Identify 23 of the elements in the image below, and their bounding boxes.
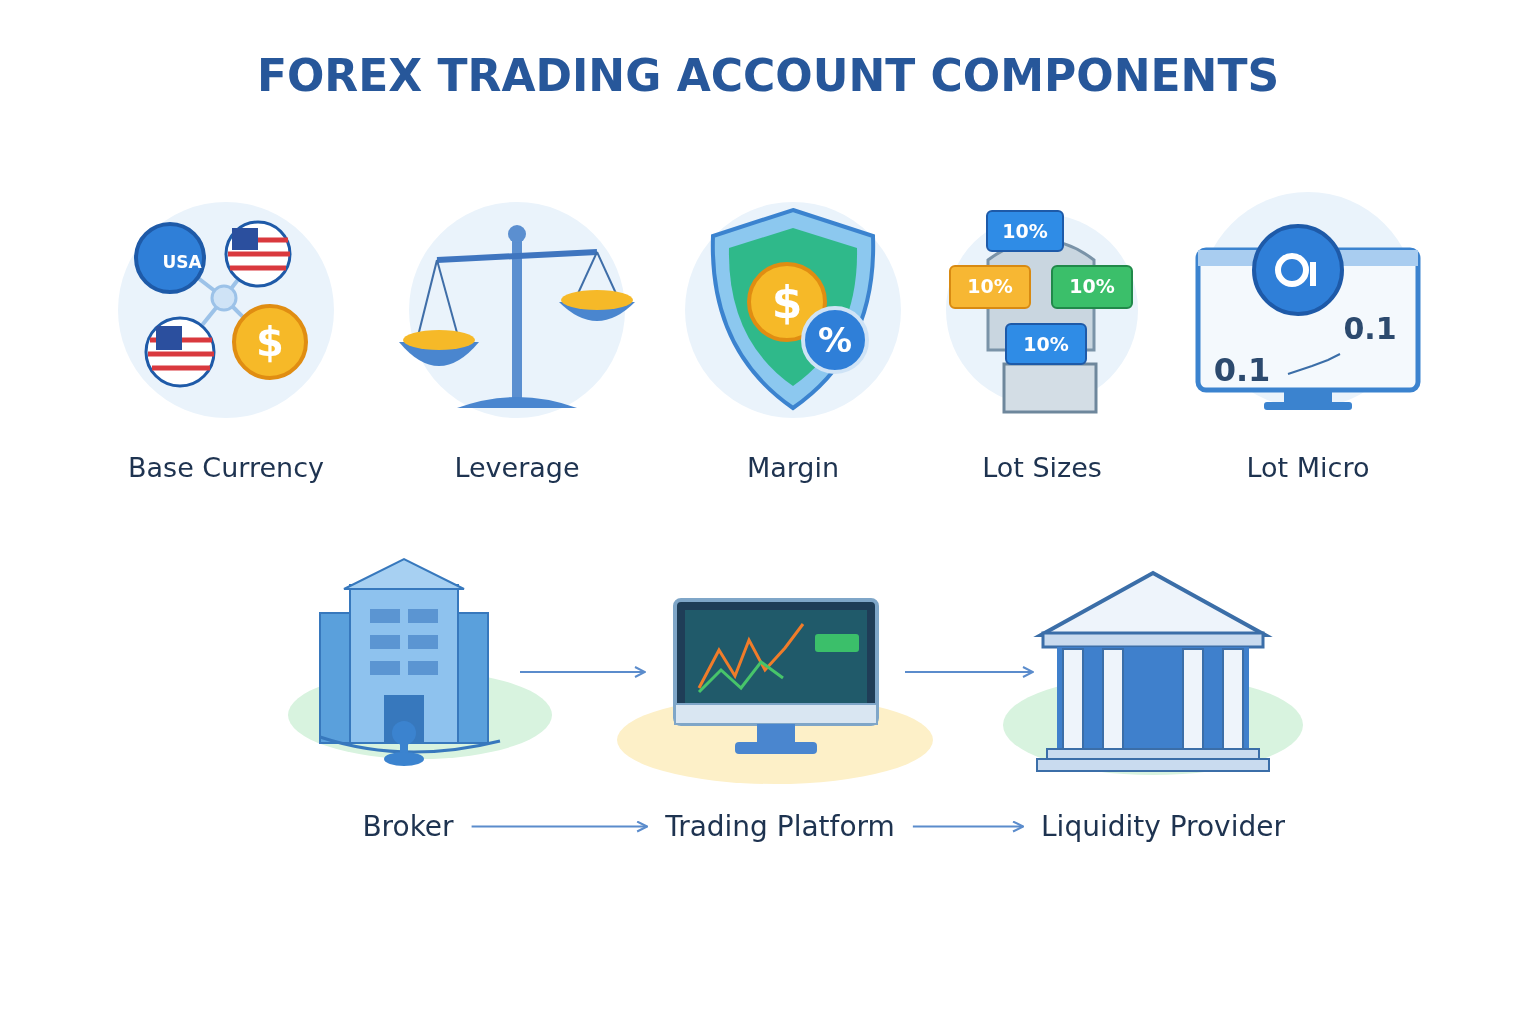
arrow (519, 666, 646, 678)
icon-text: 0.1 (1343, 310, 1397, 346)
arrow (911, 820, 1024, 833)
icon-text: % (817, 320, 853, 360)
icon-text: 10% (967, 275, 1013, 297)
component-label: Leverage (454, 452, 580, 483)
component-label: Lot Sizes (982, 452, 1102, 483)
flow-label: Broker (362, 810, 454, 843)
icon-text: 0.1 (1213, 351, 1271, 389)
component-label: Lot Micro (1246, 452, 1370, 483)
icon-text: 10% (1069, 275, 1115, 297)
arrow (470, 820, 649, 833)
component-label: Margin (746, 452, 840, 483)
icon-text: $ (771, 276, 803, 328)
icon-text: 10% (1023, 333, 1069, 355)
icon-text: $ (256, 319, 284, 365)
icon-text: 10% (1002, 220, 1048, 242)
flow-label: Trading Platform (665, 810, 895, 843)
title: FOREX TRADING ACCOUNT COMPONENTS (255, 50, 1281, 101)
component-label: Base Currency (128, 452, 324, 483)
arrow (904, 666, 1034, 678)
flow-label: Liquidity Provider (1041, 810, 1285, 843)
icon-text: USA (162, 252, 202, 272)
